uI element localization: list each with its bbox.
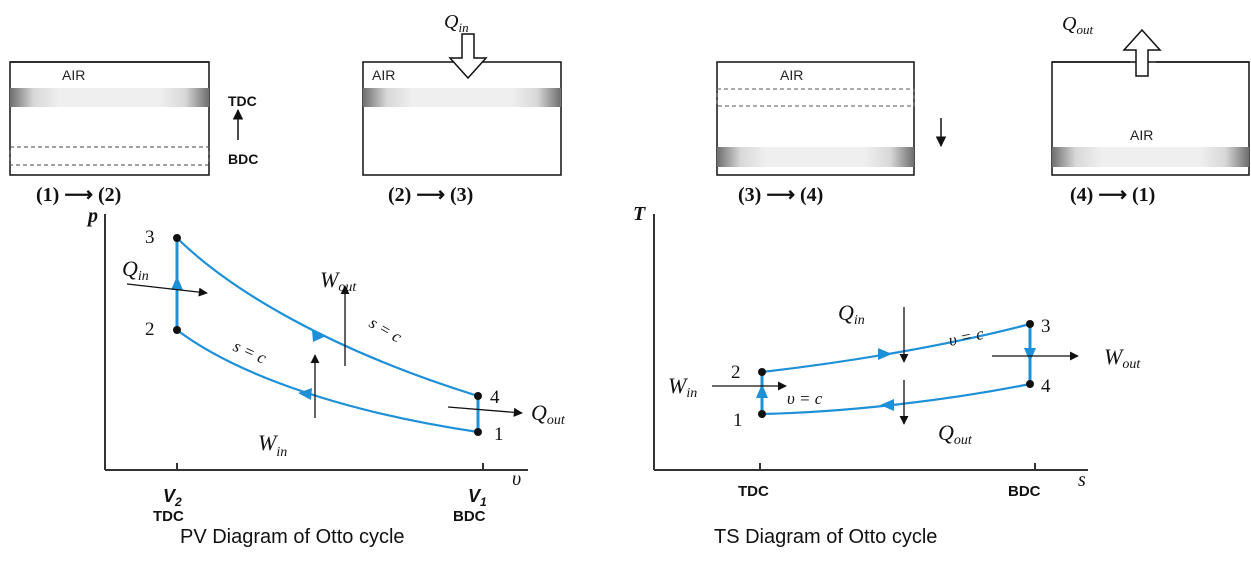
pv-y-axis-label: p — [86, 205, 98, 227]
stage-2-heat-addition: AIR Qin (2) ⟶ (3) — [362, 11, 562, 206]
ts-point-4-label: 4 — [1041, 376, 1051, 397]
ts-x-axis-label: s — [1078, 469, 1086, 491]
process-label: (3) ⟶ (4) — [738, 184, 823, 206]
ts-isochore-lower-label: υ = c — [787, 389, 823, 408]
pv-q-out-arrow — [447, 406, 523, 417]
ts-caption: TS Diagram of Otto cycle — [714, 526, 938, 548]
process-label: (4) ⟶ (1) — [1070, 184, 1155, 206]
stage-1-compression: AIR TDC BDC (1) ⟶ (2) — [9, 61, 258, 206]
pv-point-1 — [474, 428, 482, 436]
process-label: (1) ⟶ (2) — [36, 184, 121, 206]
ts-process-4-1 — [761, 382, 1031, 416]
ts-point-1 — [758, 410, 766, 418]
process-label: (2) ⟶ (3) — [388, 184, 473, 206]
ts-point-1-label: 1 — [733, 410, 743, 431]
ts-y-axis-label: T — [633, 203, 646, 225]
ts-point-3 — [1026, 320, 1034, 328]
stage-4-heat-rejection: AIR Qout (4) ⟶ (1) — [1051, 13, 1250, 206]
piston-bdc-ghost — [9, 146, 210, 166]
ts-point-2-label: 2 — [731, 362, 741, 383]
ts-w-in-label: Win — [668, 373, 697, 401]
ts-w-out-label: Wout — [1104, 344, 1141, 372]
piston-bdc — [1052, 147, 1249, 167]
ts-arrowhead-4-1 — [880, 399, 894, 411]
heat-in-arrow — [448, 33, 488, 80]
heat-in-label: Qin — [444, 11, 469, 35]
ts-arrowhead-2-3 — [878, 348, 892, 360]
bdc-label: BDC — [228, 151, 258, 167]
pv-process-1-2 — [176, 329, 479, 434]
pv-caption: PV Diagram of Otto cycle — [180, 526, 405, 548]
pv-v1-position: BDC — [453, 508, 486, 525]
ts-q-in-label: Qin — [838, 300, 865, 328]
ts-point-2 — [758, 368, 766, 376]
pv-point-2-label: 2 — [145, 319, 155, 340]
pv-v2-label: V2 — [163, 486, 182, 509]
pv-arrowhead-2-3 — [171, 276, 183, 290]
pv-isentrope-upper-label: s = c — [366, 313, 405, 347]
pv-q-out-label: Qout — [531, 400, 566, 428]
ts-arrowhead-1-2 — [756, 384, 768, 398]
pv-w-out-label: Wout — [320, 267, 357, 295]
tdc-label: TDC — [228, 93, 257, 109]
ts-point-3-label: 3 — [1041, 316, 1051, 337]
heat-out-label: Qout — [1062, 13, 1093, 37]
pv-q-in-arrow — [126, 283, 208, 297]
pv-v1-label: V1 — [468, 486, 487, 509]
ts-x-left-label: TDC — [738, 483, 769, 500]
air-label: AIR — [780, 67, 803, 83]
ts-process-2-3 — [761, 322, 1031, 374]
stage-3-expansion: AIR (3) ⟶ (4) — [716, 61, 947, 206]
pv-q-in-label: Qin — [122, 256, 149, 284]
air-label: AIR — [1130, 127, 1153, 143]
pv-arrowhead-3-4 — [312, 330, 326, 342]
piston-tdc — [10, 88, 209, 107]
ts-diagram: T s 2 1 3 4 Qin Qout Wout Win υ = c υ = … — [633, 203, 1141, 500]
cylinder-outline — [716, 61, 915, 176]
ts-x-right-label: BDC — [1008, 483, 1041, 500]
piston-bdc — [717, 147, 914, 167]
pv-point-3 — [173, 234, 181, 242]
piston-tdc-ghost — [716, 88, 915, 107]
cylinder-outline — [9, 61, 210, 176]
pv-point-3-label: 3 — [145, 227, 155, 248]
pv-point-1-label: 1 — [494, 424, 504, 445]
air-label: AIR — [372, 67, 395, 83]
pv-process-3-4 — [176, 237, 479, 398]
ts-isochore-upper-label: υ = c — [947, 324, 986, 350]
piston-tdc — [363, 88, 561, 107]
cylinder-outline — [362, 61, 562, 176]
ts-q-out-label: Qout — [938, 420, 973, 448]
air-label: AIR — [62, 67, 85, 83]
pv-point-4-label: 4 — [490, 387, 500, 408]
pv-point-4 — [474, 392, 482, 400]
pv-point-2 — [173, 326, 181, 334]
pv-w-in-label: Win — [258, 430, 287, 460]
pv-arrowhead-1-2 — [298, 388, 312, 400]
pv-v2-position: TDC — [153, 508, 184, 525]
pv-diagram: p υ 3 2 4 1 Qin Wout Win Qout s = c s = … — [86, 205, 566, 525]
heat-out-arrow — [1122, 28, 1162, 77]
pv-isentrope-lower-label: s = c — [230, 336, 269, 367]
pv-x-axis-label: υ — [512, 468, 521, 490]
ts-point-4 — [1026, 380, 1034, 388]
ts-arrowhead-3-4 — [1024, 348, 1036, 362]
